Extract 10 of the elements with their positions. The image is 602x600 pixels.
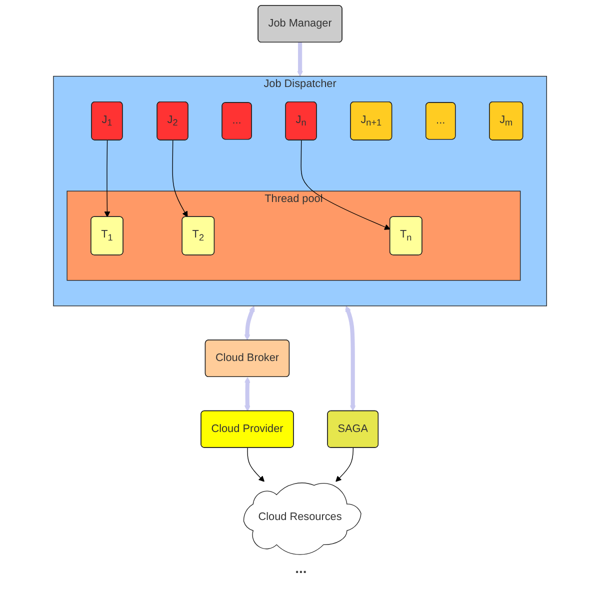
arrow	[300, 140, 390, 230]
arrow	[345, 306, 356, 412]
arrow	[244, 377, 250, 412]
arrow	[297, 42, 303, 77]
arrow	[336, 448, 354, 482]
arrow	[172, 140, 188, 218]
ellipsis-label: ...	[295, 560, 307, 576]
arrow	[104, 140, 110, 218]
arrow	[247, 448, 264, 482]
arrow	[244, 306, 255, 340]
